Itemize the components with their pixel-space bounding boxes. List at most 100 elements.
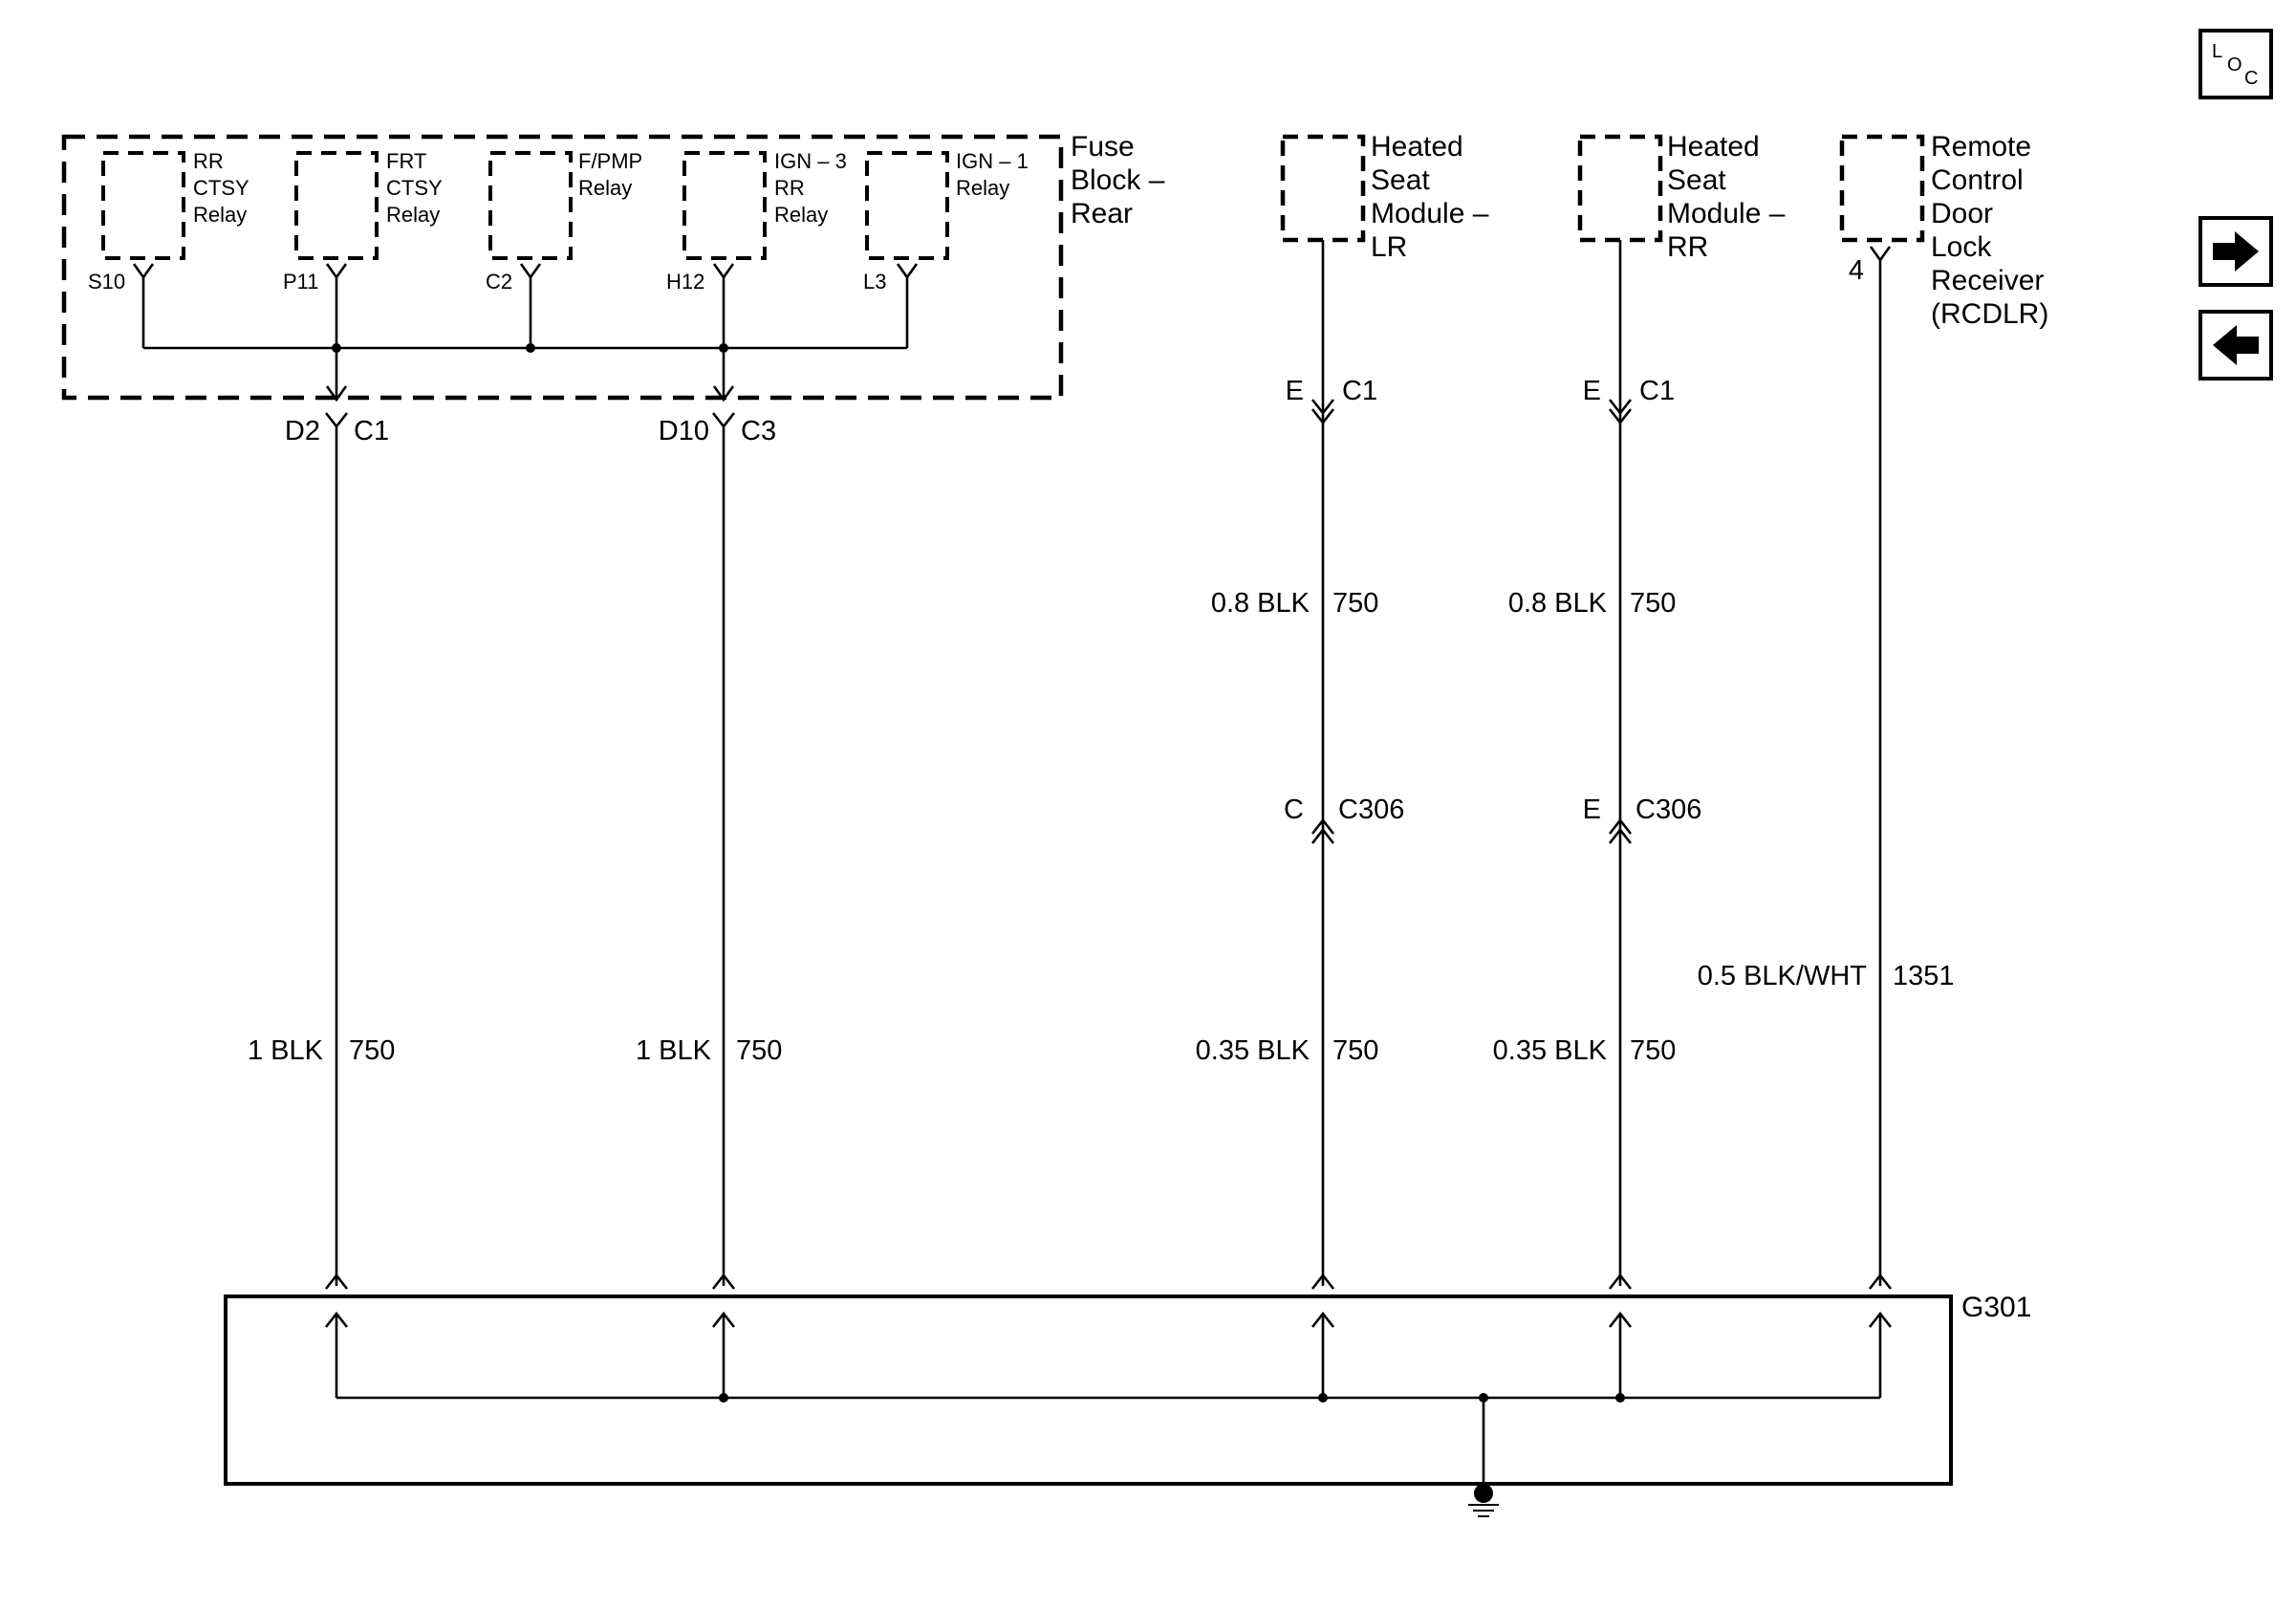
- ground-internal-lead: [1608, 1311, 1633, 1398]
- module-title-line: RR: [1667, 231, 1708, 263]
- wire-label: 0.35 BLK: [1493, 1035, 1608, 1066]
- pin-label: C: [1284, 794, 1304, 825]
- wire-label: 0.35 BLK: [1196, 1035, 1310, 1066]
- relay-label-line: IGN – 1: [956, 149, 1029, 173]
- ground-internal-lead: [1868, 1311, 1893, 1398]
- circuit-label: 750: [736, 1035, 782, 1066]
- ground-box: [224, 1295, 1953, 1486]
- connector-c306-symbol: [1608, 817, 1633, 844]
- module-title-line: Receiver: [1931, 265, 2044, 296]
- pin-label: 4: [1849, 255, 1864, 286]
- wire-label: 1 BLK: [636, 1035, 712, 1066]
- relay-box: [294, 151, 379, 260]
- ground-entry-arrow: [1608, 1273, 1633, 1290]
- relay-connectors: [132, 263, 919, 348]
- loc-letter: C: [2244, 68, 2258, 89]
- pin-label: D10: [659, 416, 709, 446]
- module-title-line: Heated: [1667, 131, 1760, 163]
- relay-label-line: RR: [193, 149, 224, 173]
- module-title-line: Control: [1931, 164, 2024, 196]
- connector-label: C1: [1639, 376, 1675, 406]
- connector-label: C306: [1635, 794, 1701, 825]
- fuse-block-outline: [61, 134, 1064, 401]
- loc-letter: O: [2227, 54, 2242, 76]
- relay-label-line: F/PMP: [578, 149, 642, 173]
- relay-label-line: Relay: [774, 203, 828, 227]
- module-title-line: Remote: [1931, 131, 2031, 163]
- relay-label-line: FRT: [386, 149, 426, 173]
- heated-seat-module-lr: Heated Seat Module – LR E C1 0.8 BLK 750…: [1196, 131, 1489, 1286]
- module-box: [1839, 134, 1925, 243]
- loc-letter: L: [2212, 41, 2222, 62]
- relay-box: [682, 151, 767, 260]
- pin-label: D2: [285, 416, 320, 446]
- ground-entry-arrow: [1868, 1273, 1893, 1290]
- relay-label-line: Relay: [956, 176, 1009, 200]
- connector-label: C306: [1338, 794, 1404, 825]
- ground-entry-arrow: [711, 1273, 736, 1290]
- relay-rr-ctsy: RR CTSY Relay S10: [88, 149, 249, 294]
- relay-box: [101, 151, 185, 260]
- relay-label-line: Relay: [386, 203, 440, 227]
- remote-control-door-lock-receiver: Remote Control Door Lock Receiver (RCDLR…: [1698, 131, 2048, 1286]
- pin-label: E: [1583, 376, 1601, 406]
- ground-internal-lead: [324, 1311, 349, 1398]
- relay-label-line: CTSY: [193, 176, 249, 200]
- wire-label: 0.8 BLK: [1508, 588, 1608, 619]
- relay-label-line: Relay: [578, 176, 632, 200]
- wire-d10-c3: D10 C3 1 BLK 750: [636, 412, 782, 1286]
- connector-label: C1: [1342, 376, 1377, 406]
- wire-label: 0.8 BLK: [1211, 588, 1310, 619]
- module-title-line: Seat: [1667, 164, 1726, 196]
- ground-internal-lead: [711, 1311, 736, 1398]
- ground-g301: G301: [224, 1273, 2031, 1517]
- relay-box: [488, 151, 573, 260]
- wire-d2-c1: D2 C1 1 BLK 750: [248, 412, 395, 1286]
- fuse-block-rear: Fuse Block – Rear RR CTSY Relay S10 FRT …: [61, 131, 1165, 402]
- connector-label: C1: [354, 416, 389, 446]
- relay-label-line: IGN – 3: [774, 149, 847, 173]
- fuse-block-title-line-3: Rear: [1071, 198, 1133, 229]
- module-title-line: Module –: [1667, 198, 1786, 229]
- relay-pin: H12: [666, 270, 704, 294]
- relay-label-line: Relay: [193, 203, 247, 227]
- module-title-line: LR: [1371, 231, 1407, 263]
- next-page-button[interactable]: [2199, 216, 2273, 287]
- prev-page-button[interactable]: [2199, 310, 2273, 381]
- relay-f-pmp: F/PMP Relay C2: [486, 149, 642, 294]
- ground-symbol-icon: [1468, 1398, 1499, 1517]
- module-title-line: Lock: [1931, 231, 1992, 263]
- circuit-label: 1351: [1893, 961, 1955, 991]
- connector-c306-symbol: [1310, 817, 1335, 844]
- circuit-label: 750: [1630, 1035, 1676, 1066]
- relay-label-line: RR: [774, 176, 805, 200]
- relay-pin: C2: [486, 270, 512, 294]
- circuit-label: 750: [1630, 588, 1676, 619]
- exit-arrow-c3: [712, 348, 735, 402]
- relay-box: [865, 151, 949, 260]
- ground-label: G301: [1961, 1292, 2031, 1323]
- arrow-left-icon: [2213, 325, 2259, 365]
- circuit-label: 750: [349, 1035, 395, 1066]
- wire-label: 0.5 BLK/WHT: [1698, 961, 1868, 991]
- module-title-line: Seat: [1371, 164, 1430, 196]
- circuit-label: 750: [1332, 588, 1378, 619]
- relay-pin: P11: [283, 270, 319, 294]
- module-title-line: (RCDLR): [1931, 298, 2048, 330]
- connector-c1-symbol: [1608, 399, 1633, 425]
- fuse-block-title-line-2: Block –: [1071, 164, 1165, 196]
- module-box: [1280, 134, 1366, 243]
- exit-arrow-c1: [325, 348, 348, 402]
- arrow-right-icon: [2213, 231, 2259, 272]
- module-title-line: Heated: [1371, 131, 1463, 163]
- relay-pin: S10: [88, 270, 125, 294]
- circuit-label: 750: [1332, 1035, 1378, 1066]
- relay-pin: L3: [863, 270, 886, 294]
- ground-entry-arrow: [1310, 1273, 1335, 1290]
- loc-button[interactable]: L O C: [2199, 29, 2273, 99]
- module-wire: [1869, 246, 1892, 1286]
- loc-button-frame[interactable]: [2199, 29, 2273, 99]
- relay-frt-ctsy: FRT CTSY Relay P11: [283, 149, 443, 294]
- relay-label-line: CTSY: [386, 176, 443, 200]
